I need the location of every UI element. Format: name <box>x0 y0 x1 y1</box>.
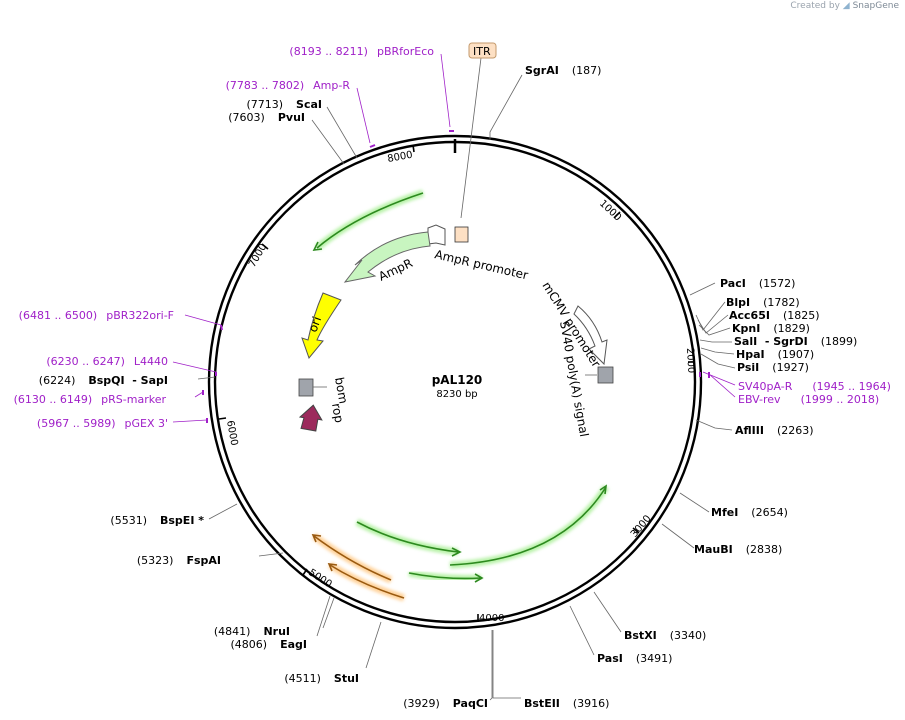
enzyme-fspai: (5323)FspAI <box>137 554 221 567</box>
ampr-promoter-arrow <box>427 224 446 246</box>
tick-8000: 8000 <box>387 150 414 165</box>
enzyme-hpai: HpaI(1907) <box>736 348 814 361</box>
ticks <box>218 144 695 622</box>
enzyme-paci: PacI(1572) <box>720 277 795 290</box>
enzyme-afliii: AflIII(2263) <box>735 424 814 437</box>
mcmv-promoter-arrow <box>573 305 608 366</box>
credit-prefix: Created by <box>790 1 840 11</box>
primer-pbrforeco: (8193 .. 8211)pBRforEco <box>289 45 434 58</box>
enzyme-maubi: MauBI(2838) <box>694 543 782 556</box>
enzyme-bspei: (5531)BspEI * <box>110 514 204 527</box>
enzyme-mfei: MfeI(2654) <box>711 506 788 519</box>
tick-3000: 3000 <box>629 513 654 540</box>
ori-arrow <box>301 292 342 360</box>
snapgene-credit: Created by ◢ SnapGene <box>790 1 899 11</box>
enzyme-psii: PsiI(1927) <box>737 361 809 374</box>
primer-ebv-rev: EBV-rev(1999 .. 2018) <box>738 393 879 406</box>
orf-arrows <box>311 189 609 602</box>
enzyme-nrui: (4841)NruI <box>214 625 290 638</box>
primer-amp-r: (7783 .. 7802)Amp-R <box>226 79 351 92</box>
enzyme-sgrai: SgrAI(187) <box>525 64 601 77</box>
enzyme-scai: (7713)ScaI <box>246 98 322 111</box>
enzyme-labels: SgrAI(187) PacI(1572) BlpI(1782) Acc65I(… <box>524 64 857 710</box>
bom-feature <box>298 378 314 397</box>
sv40-feature <box>597 366 614 384</box>
enzyme-blpi: BlpI(1782) <box>726 296 800 309</box>
ampr-arrow <box>343 231 431 283</box>
enzyme-stui: (4511)StuI <box>284 672 359 685</box>
plasmid-name: pAL120 <box>432 373 483 387</box>
credit-brand: SnapGene <box>852 1 899 11</box>
enzyme-bsteii: BstEII(3916) <box>524 697 609 710</box>
enzyme-pasi: PasI(3491) <box>597 652 672 665</box>
enzyme-eagi: (4806)EagI <box>231 638 307 651</box>
ori-label: ori <box>306 315 324 334</box>
itr-label: ITR <box>473 45 491 58</box>
enzyme-leaders <box>197 74 736 701</box>
tick-6000: 6000 <box>224 420 239 447</box>
enzyme-bstxi: BstXI(3340) <box>624 629 706 642</box>
primer-pgex3: (5967 .. 5989)pGEX 3' <box>37 417 168 430</box>
primer-sv40pa-r: SV40pA-R(1945 .. 1964) <box>738 380 891 393</box>
enzyme-paqci: (3929)PaqCI <box>403 697 488 710</box>
rop-label: rop <box>329 402 346 424</box>
primer-prs-marker: (6130 .. 6149)pRS-marker <box>14 393 167 406</box>
primer-pbr322ori-f: (6481 .. 6500)pBR322ori-F <box>19 309 174 322</box>
rop-arrow <box>298 404 323 432</box>
primer-l4440: (6230 .. 6247)L4440 <box>46 355 168 368</box>
primer-leaders <box>172 53 736 423</box>
enzyme-pvui: (7603)PvuI <box>228 111 305 124</box>
enzyme-bspqi-sapi: (6224)BspQI - SapI <box>39 374 168 387</box>
tick-2000: 2000 <box>684 348 696 374</box>
tick-4000: 4000 <box>479 613 504 624</box>
primer-labels: (8193 .. 8211)pBRforEco (7783 .. 7802)Am… <box>14 45 891 430</box>
itr-feature <box>454 226 469 243</box>
ampr-promoter-label: AmpR promoter <box>433 247 529 282</box>
backbone-outer <box>207 134 703 630</box>
enzyme-kpni: KpnI(1829) <box>732 322 810 335</box>
plasmid-size: 8230 bp <box>436 389 477 400</box>
enzyme-labels-left: (3929)PaqCI (4511)StuI (4806)EagI (4841)… <box>39 98 488 710</box>
primer-marks <box>202 130 710 423</box>
orf-arrow-bottom-2 <box>449 485 609 569</box>
enzyme-acc65i: Acc65I(1825) <box>729 309 820 322</box>
itr-label-box <box>468 42 497 59</box>
tick-1000: 1000 <box>597 198 623 223</box>
enzyme-sali-sgrdi: SalI - SgrDI(1899) <box>734 335 857 348</box>
bom-label: bom <box>332 376 350 405</box>
snapgene-logo-icon: ◢ <box>842 1 850 11</box>
orf-arrow-orange-1 <box>311 533 393 584</box>
orf-arrow-bottom-1 <box>355 518 459 556</box>
orf-arrow-top-left-line <box>316 192 424 249</box>
itr-leader <box>460 57 482 219</box>
